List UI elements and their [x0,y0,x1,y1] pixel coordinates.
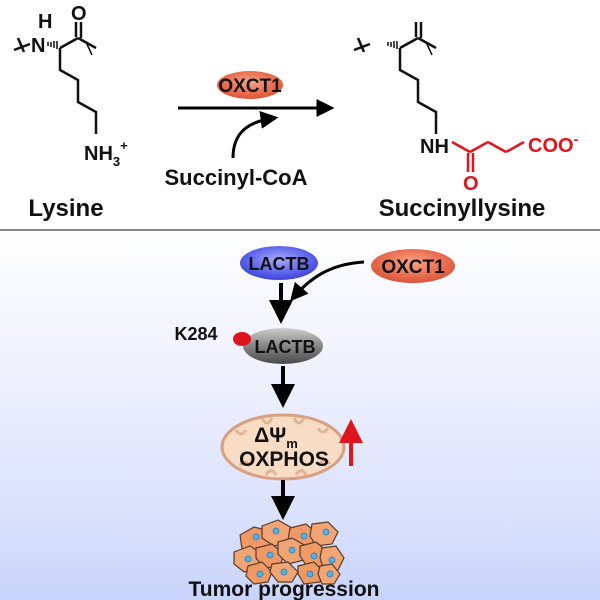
mitochondrion-icon [220,413,346,481]
backbone-bond [59,36,79,50]
succinyl-bond [469,140,489,154]
wavy-cut-mark [16,37,26,53]
wavy-cut-mark [85,41,93,56]
lactb-modified-label: LACTB [255,337,316,357]
cell-nuclei [244,527,336,578]
backbone-bond [399,36,419,50]
lysine-amine: NH3+ [84,138,128,169]
amine-charge: + [120,138,128,153]
lysine-label: Lysine [28,195,103,222]
oxphos-label: OXPHOS [239,448,329,471]
arrow-oxct1-modifies-lactb [290,260,365,302]
lactb-label: LACTB [249,254,310,274]
atom-n: N [31,35,45,57]
amide-bond [451,140,471,154]
carboxylate-charge: - [574,131,579,147]
lysine-structure [13,22,98,134]
amine-subscript: 3 [113,154,120,169]
carboxylate: COO- [528,131,579,157]
membrane-potential-label: ΔΨm [254,424,298,451]
wavy-cut-mark [425,41,433,56]
succinyl-group [451,140,525,172]
reaction-panel [0,0,600,229]
succinyllysine-structure [353,22,438,134]
oxct1-node [371,249,455,283]
amide-oxygen: O [463,173,479,195]
succinyl-bond [505,140,525,154]
amide-nh: NH [420,136,449,158]
hashed-stereo-bond [47,41,58,49]
atom-o: O [71,3,87,25]
side-chain [398,48,438,134]
hashed-stereo-bond [387,41,398,49]
atom-h: H [38,11,52,33]
delta-psi-subscript: m [286,436,298,451]
lactb-modified-node [243,328,323,364]
tumor-progression-label: Tumor progression [189,578,380,600]
cofactor-input-arrow [231,110,279,159]
succinylation-site-marker [233,332,251,346]
oxct1-label: OXCT1 [381,257,445,278]
amine-nh: NH [84,143,113,165]
k284-site-label: K284 [174,324,217,344]
side-chain [58,48,98,134]
panel-divider [0,229,600,231]
oxct1-enzyme-badge [217,71,283,99]
carboxylate-text: COO [528,135,574,157]
succinyl-bond [487,140,507,154]
delta-psi-text: ΔΨ [254,424,286,447]
succinyllysine-label: Succinyllysine [379,195,546,222]
enzyme-label: OXCT1 [218,76,282,97]
wavy-cut-mark [356,37,366,53]
cofactor-label: Succinyl-CoA [164,165,307,190]
lactb-node [240,246,318,280]
